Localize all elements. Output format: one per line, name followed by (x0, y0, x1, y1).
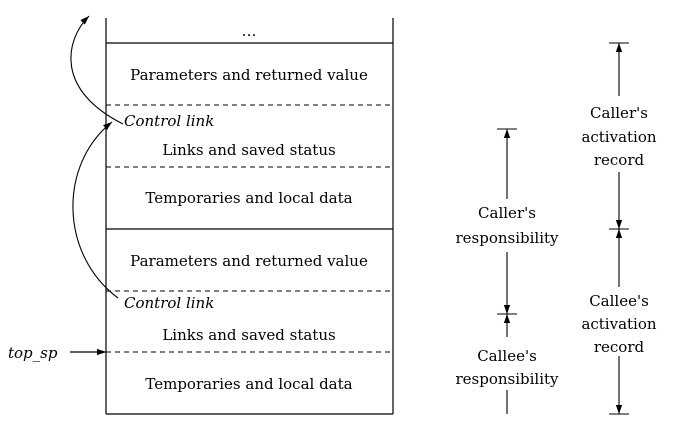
stack-box (105, 18, 394, 415)
top-sp-label: top_sp (8, 344, 58, 362)
callee-resp-line-2: responsibility (455, 370, 559, 388)
upper-params-label: Parameters and returned value (130, 66, 368, 84)
lower-control-link-label: Control link (124, 294, 214, 312)
lower-links-label: Links and saved status (162, 326, 335, 344)
caller-ar-line-3: record (594, 151, 645, 169)
activation-record-dimension (609, 42, 629, 415)
lower-params-label: Parameters and returned value (130, 252, 368, 270)
caller-resp-line-2: responsibility (455, 229, 559, 247)
control-link-arrow-lower (72, 121, 119, 299)
upper-links-label: Links and saved status (162, 141, 335, 159)
callee-resp-line-1: Callee's (477, 347, 537, 365)
callee-ar-line-3: record (594, 338, 645, 356)
control-link-arrow-upper (70, 15, 124, 125)
stack-ellipsis: … (242, 22, 257, 40)
caller-ar-line-1: Caller's (590, 104, 648, 122)
upper-temps-label: Temporaries and local data (145, 189, 352, 207)
lower-temps-label: Temporaries and local data (145, 375, 352, 393)
responsibility-dimension (497, 128, 517, 414)
callee-ar-line-2: activation (581, 315, 656, 333)
callee-ar-line-1: Callee's (589, 292, 649, 310)
caller-resp-line-1: Caller's (478, 204, 536, 222)
field-dividers (106, 104, 393, 353)
upper-control-link-label: Control link (124, 112, 214, 130)
caller-ar-line-2: activation (581, 128, 656, 146)
